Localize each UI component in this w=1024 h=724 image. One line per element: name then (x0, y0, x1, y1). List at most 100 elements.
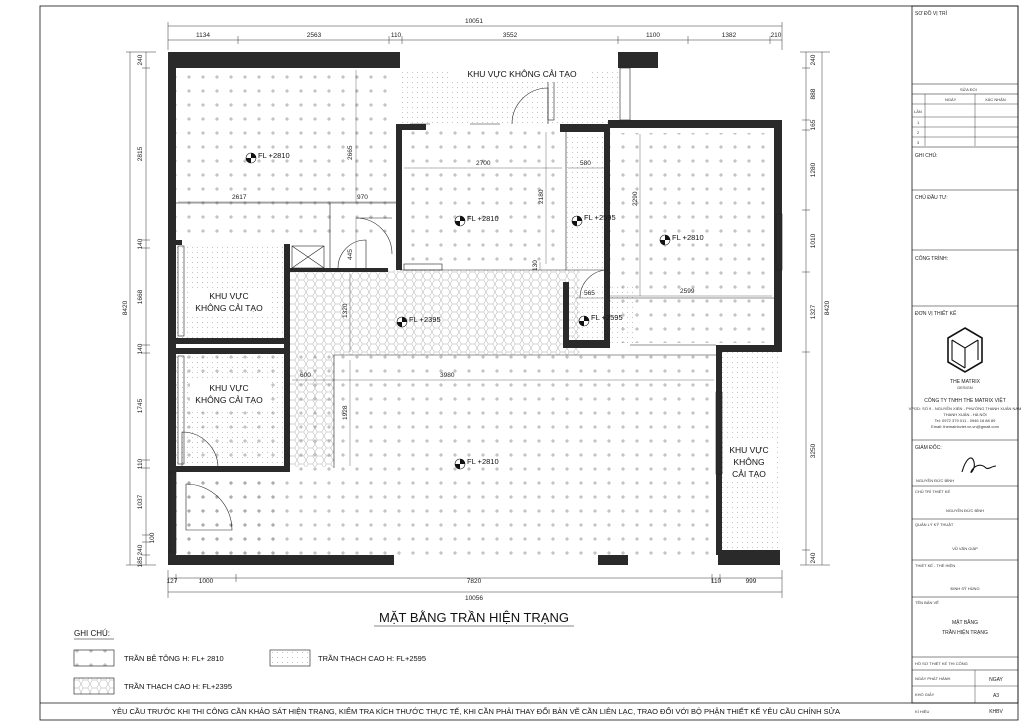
window (775, 213, 783, 271)
dim-right: 240 (810, 552, 817, 563)
svg-text:FL +2810: FL +2810 (467, 457, 499, 466)
wall (720, 345, 782, 352)
dim-bottom: 110 (711, 578, 722, 585)
door-swing (579, 269, 609, 299)
level-marker: FL +2810 (659, 233, 704, 246)
wall (176, 240, 182, 245)
legend-swatch-concrete (73, 649, 115, 667)
svg-text:2: 2 (917, 130, 920, 135)
shaft (291, 245, 325, 269)
ceiling-plaster-2395 (290, 270, 580, 355)
wall (284, 244, 290, 468)
zone-label-left1: KHÔNG CẢI TẠO (195, 302, 263, 313)
dim-right: 888 (810, 88, 817, 99)
svg-text:SỬA ĐỔI: SỬA ĐỔI (960, 87, 977, 92)
dim-top: 3552 (503, 32, 518, 39)
wall (168, 52, 400, 68)
wall (563, 340, 610, 348)
dim-left: 1745 (137, 398, 144, 413)
svg-text:ĐƠN VỊ THIẾT KẾ: ĐƠN VỊ THIẾT KẾ (915, 310, 957, 317)
zone-label-right: CẢI TẠO (732, 468, 766, 479)
dim-right: 3250 (810, 443, 817, 458)
svg-text:FL +2395: FL +2395 (409, 315, 441, 324)
svg-text:3: 3 (917, 140, 920, 145)
dim-right: 1280 (810, 162, 817, 177)
svg-text:A3: A3 (993, 693, 999, 699)
window (619, 67, 631, 121)
dim-interior: 2180 (538, 189, 545, 204)
svg-text:TÊN BẢN VẼ: TÊN BẢN VẼ (915, 600, 939, 605)
wall (604, 124, 610, 344)
wall (168, 555, 394, 565)
legend-item: TRẦN THẠCH CAO H: FL+2595 (318, 653, 426, 663)
svg-text:CÔNG TRÌNH:: CÔNG TRÌNH: (915, 255, 948, 262)
dim-interior: 3980 (440, 372, 455, 379)
wall (560, 124, 610, 132)
legend-heading: GHI CHÚ: (74, 629, 110, 638)
wall (176, 466, 290, 472)
dim-top: 1100 (646, 32, 660, 39)
dim-left: 240 (137, 54, 144, 65)
window (715, 391, 723, 475)
director-signature (961, 457, 997, 473)
dim-interior: 1320 (342, 303, 349, 318)
counter (177, 355, 185, 465)
wall (396, 124, 426, 130)
svg-text:NGAY: NGAY (989, 677, 1003, 683)
zone-label-box (724, 442, 774, 482)
dim-left: 140 (137, 238, 144, 249)
svg-text:Tel: 0972 379 011 - 0946 16 88: Tel: 0972 379 011 - 0946 16 88 89 (935, 418, 996, 423)
svg-text:FL +2595: FL +2595 (584, 213, 616, 222)
dim-right: 1010 (810, 233, 817, 248)
dim-left: 1037 (137, 494, 144, 509)
zone-label-box (190, 288, 268, 316)
floor-plan: 2617 970 2665 445 2700 2180 580 130 2290… (168, 52, 783, 565)
svg-text:ĐINH SỸ HÙNG: ĐINH SỸ HÙNG (950, 586, 979, 591)
svg-text:XÁC NHẬN: XÁC NHẬN (985, 97, 1006, 102)
wall (716, 345, 722, 555)
dim-bottom: 999 (746, 578, 757, 585)
dim-left: 110 (137, 458, 144, 469)
svg-text:GIÁM ĐỐC:: GIÁM ĐỐC: (915, 444, 942, 451)
footer-note: YÊU CẦU TRƯỚC KHI THI CÔNG CẦN KHẢO SÁT … (112, 706, 840, 716)
dim-left: 2815 (137, 146, 144, 161)
zone-label-top: KHU VỰC KHÔNG CẢI TẠO (467, 68, 577, 79)
dim-top: 1134 (196, 32, 210, 39)
ceiling-concrete-right (608, 133, 774, 343)
dim-top: 1382 (722, 32, 737, 39)
svg-text:FL +2595: FL +2595 (591, 313, 623, 322)
svg-text:NGUYỄN ĐỨC BÌNH: NGUYỄN ĐỨC BÌNH (916, 478, 954, 483)
svg-text:CHỦ TRÌ THIẾT KẾ: CHỦ TRÌ THIẾT KẾ (915, 489, 950, 494)
door-swing (181, 431, 219, 469)
wall (176, 348, 288, 354)
dim-interior: 2599 (680, 288, 695, 295)
dim-interior: 130 (532, 260, 539, 271)
dim-bottom: 127 (167, 578, 178, 585)
svg-text:MẶT BẰNG: MẶT BẰNG (952, 618, 978, 626)
svg-text:NGÀY PHÁT HÀNH: NGÀY PHÁT HÀNH (915, 676, 951, 681)
svg-text:1: 1 (917, 120, 920, 125)
svg-text:CHỦ ĐẦU TƯ:: CHỦ ĐẦU TƯ: (915, 194, 948, 201)
wall (563, 282, 569, 348)
svg-text:FL +2810: FL +2810 (672, 233, 704, 242)
svg-text:THE MATRIX: THE MATRIX (950, 379, 981, 385)
level-marker: FL +2395 (396, 315, 441, 328)
dim-right-total: 8420 (824, 300, 831, 315)
dim-left: 240 (137, 544, 144, 555)
wall (718, 550, 780, 565)
svg-text:THANH XUÂN - HÀ NỘI: THANH XUÂN - HÀ NỘI (943, 412, 986, 417)
svg-text:KHỔ GIẤY: KHỔ GIẤY (915, 692, 935, 697)
wall (176, 338, 288, 344)
zone-label-left1: KHU VỰC (209, 291, 248, 301)
company-logo: THE MATRIX DESIGN (947, 327, 983, 390)
dim-left: 100 (149, 532, 156, 543)
svg-text:SƠ ĐỒ VỊ TRÍ: SƠ ĐỒ VỊ TRÍ (915, 10, 948, 17)
level-marker: FL +2595 (578, 313, 623, 327)
svg-text:VPGD: SỐ 9 - NGUYỄN XIỂN - PHƯ: VPGD: SỐ 9 - NGUYỄN XIỂN - PHƯỜNG THANH … (909, 406, 1022, 411)
level-marker: FL +2595 (571, 213, 616, 227)
dim-interior: 445 (347, 249, 354, 260)
dim-left-total: 8420 (122, 300, 129, 315)
dim-left: 185 (137, 556, 144, 567)
dim-left: 1668 (137, 289, 144, 304)
level-marker: FL +2810 (245, 151, 290, 164)
